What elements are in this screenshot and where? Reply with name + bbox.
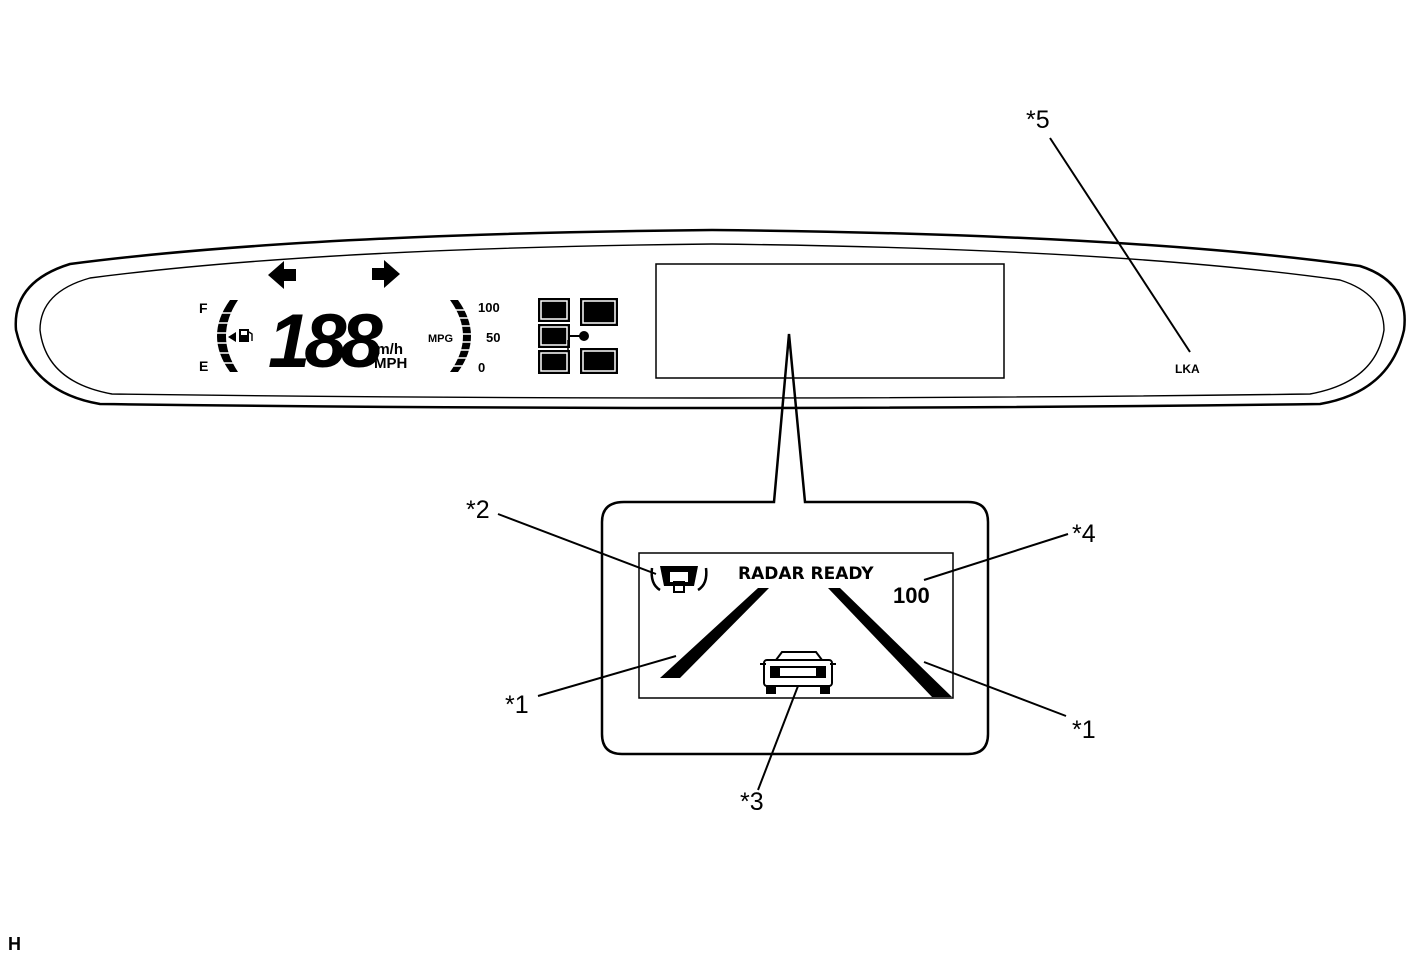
- radar-cruise-icon: [650, 566, 708, 593]
- lka-indicator: LKA: [1175, 362, 1200, 376]
- turn-right-arrow-icon: [372, 260, 400, 288]
- speed-unit-mph: MPH: [374, 355, 407, 372]
- fuel-empty-label: E: [199, 358, 208, 374]
- preceding-vehicle-icon: [760, 651, 836, 694]
- fuel-gauge: F E: [199, 300, 253, 374]
- mpg-gauge: MPG 100 50 0: [428, 300, 500, 375]
- gear-r: R: [538, 298, 570, 322]
- callout-1-right: *1: [1072, 716, 1096, 744]
- svg-text:B: B: [592, 352, 606, 373]
- fuel-pump-icon: [239, 329, 253, 342]
- cluster-housing: [14, 228, 1406, 410]
- fuel-full-label: F: [199, 300, 208, 316]
- lane-line-right: [828, 588, 952, 697]
- gear-p: P: [580, 298, 618, 326]
- speed-readout: 188: [268, 299, 384, 384]
- svg-text:R: R: [547, 301, 561, 322]
- callout-5: *5: [1026, 106, 1050, 134]
- shift-position-indicator: R P N D B: [538, 298, 618, 374]
- display-enlargement-callout: RADAR READY 100: [600, 333, 990, 756]
- gear-n: N: [538, 324, 570, 348]
- gear-selector-dot: [567, 331, 589, 352]
- mpg-tick-50: 50: [486, 330, 500, 345]
- mpg-tick-0: 0: [478, 360, 485, 375]
- mpg-tick-100: 100: [478, 300, 500, 315]
- mpg-label: MPG: [428, 333, 453, 345]
- lane-line-left: [660, 588, 769, 678]
- corner-letter: H: [8, 934, 21, 954]
- callout-4: *4: [1072, 520, 1096, 548]
- svg-text:N: N: [546, 327, 561, 348]
- gear-d: D: [538, 350, 570, 374]
- callout-3: *3: [740, 788, 764, 816]
- set-speed-value: 100: [893, 583, 930, 608]
- turn-left-arrow-icon: [268, 261, 296, 289]
- svg-text:P: P: [592, 302, 606, 324]
- leader-lines: [497, 137, 1191, 791]
- multi-info-display-area: [655, 263, 1005, 379]
- callout-2: *2: [466, 496, 490, 524]
- radar-status-text: RADAR READY: [738, 564, 874, 584]
- speed-unit-kmh: km/h: [368, 341, 403, 358]
- callout-1-left: *1: [505, 691, 529, 719]
- gear-b: B: [580, 348, 618, 374]
- svg-text:D: D: [547, 353, 562, 374]
